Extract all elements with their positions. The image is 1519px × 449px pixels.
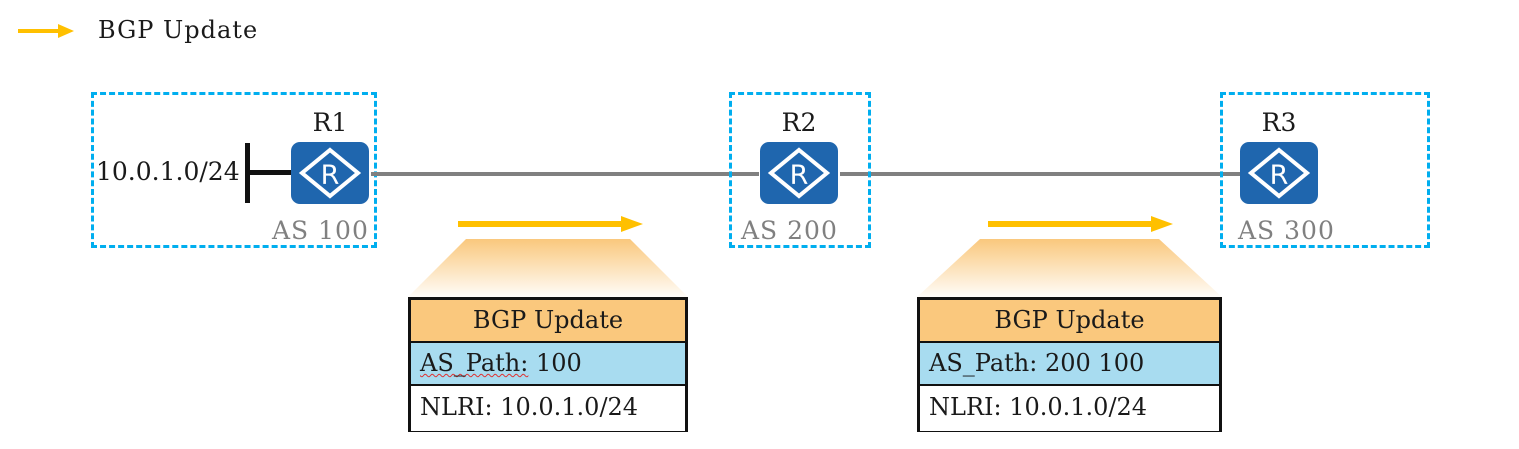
- router-icon-r1[interactable]: R: [291, 142, 369, 204]
- bgp-update-arrow-r1-r2: [458, 216, 643, 232]
- message-nlri-1: NLRI: 10.0.1.0/24: [411, 386, 685, 431]
- router-icon-r2[interactable]: R: [760, 142, 838, 204]
- callout-funnel-2: [917, 239, 1222, 297]
- as-label-200: AS 200: [741, 216, 838, 245]
- router-label-r1: R1: [312, 108, 348, 137]
- aspath-key-1: AS_Path:: [420, 349, 529, 377]
- callout-funnel-1: [408, 239, 688, 297]
- message-nlri-2: NLRI: 10.0.1.0/24: [920, 386, 1219, 431]
- as-label-100: AS 100: [272, 216, 369, 245]
- link-r1-r2: [371, 172, 759, 176]
- router-icon-r3[interactable]: R: [1240, 142, 1318, 204]
- svg-text:R: R: [790, 160, 809, 191]
- aspath-value-2: 200 100: [1044, 349, 1145, 377]
- legend-label: BGP Update: [98, 16, 259, 44]
- router-label-r2: R2: [781, 108, 817, 137]
- bgp-update-arrow-r2-r3: [988, 216, 1173, 232]
- svg-text:R: R: [321, 160, 340, 191]
- aspath-value-1: 100: [535, 349, 582, 377]
- arrow-right-icon: [18, 24, 74, 38]
- message-title-2: BGP Update: [920, 300, 1219, 343]
- message-aspath-2: AS_Path: 200 100: [920, 343, 1219, 386]
- svg-text:R: R: [1270, 160, 1289, 191]
- lan-segment-bar: [245, 143, 250, 203]
- aspath-key-2: AS_Path:: [929, 349, 1038, 377]
- as-label-300: AS 300: [1238, 216, 1335, 245]
- as-boundary-300: [1220, 92, 1430, 248]
- link-r2-r3: [840, 172, 1240, 176]
- message-aspath-1: AS_Path: 100: [411, 343, 685, 386]
- bgp-update-message-1: BGP Update AS_Path: 100 NLRI: 10.0.1.0/2…: [408, 297, 688, 432]
- message-title-1: BGP Update: [411, 300, 685, 343]
- bgp-update-message-2: BGP Update AS_Path: 200 100 NLRI: 10.0.1…: [917, 297, 1222, 432]
- as-boundary-200: [729, 92, 871, 248]
- router-label-r3: R3: [1261, 108, 1297, 137]
- lan-segment-line: [249, 170, 295, 175]
- prefix-label: 10.0.1.0/24: [96, 157, 240, 186]
- as-boundary-100: [91, 92, 377, 248]
